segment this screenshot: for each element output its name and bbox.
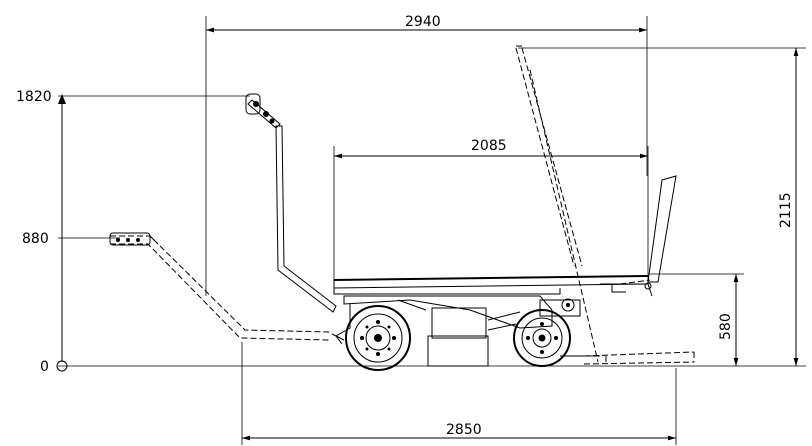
dimension-2940: 2940: [205, 14, 648, 296]
front-wheel: [345, 305, 411, 371]
handle-upright: [245, 93, 337, 313]
height-axis: 1820 880 0: [16, 89, 806, 375]
dimension-label-2850: 2850: [446, 422, 482, 438]
dimension-2115: 2115: [518, 47, 806, 366]
dimension-label-2115: 2115: [778, 192, 794, 228]
dimension-2850: 2850: [241, 342, 677, 445]
height-label-880: 880: [22, 231, 49, 247]
dimension-label-580: 580: [718, 313, 734, 340]
dimension-label-2940: 2940: [405, 14, 441, 30]
dimension-580: 580: [650, 273, 744, 366]
platform-bed: [333, 175, 677, 297]
dimension-2085: 2085: [333, 138, 649, 282]
handle-lowered: [109, 232, 331, 341]
dimension-label-2085: 2085: [471, 138, 507, 154]
rear-wheel: [513, 309, 571, 367]
height-label-0: 0: [40, 359, 49, 375]
height-label-1820: 1820: [16, 89, 52, 105]
chassis: [331, 295, 600, 367]
tipping-platform-raised: [515, 45, 695, 365]
